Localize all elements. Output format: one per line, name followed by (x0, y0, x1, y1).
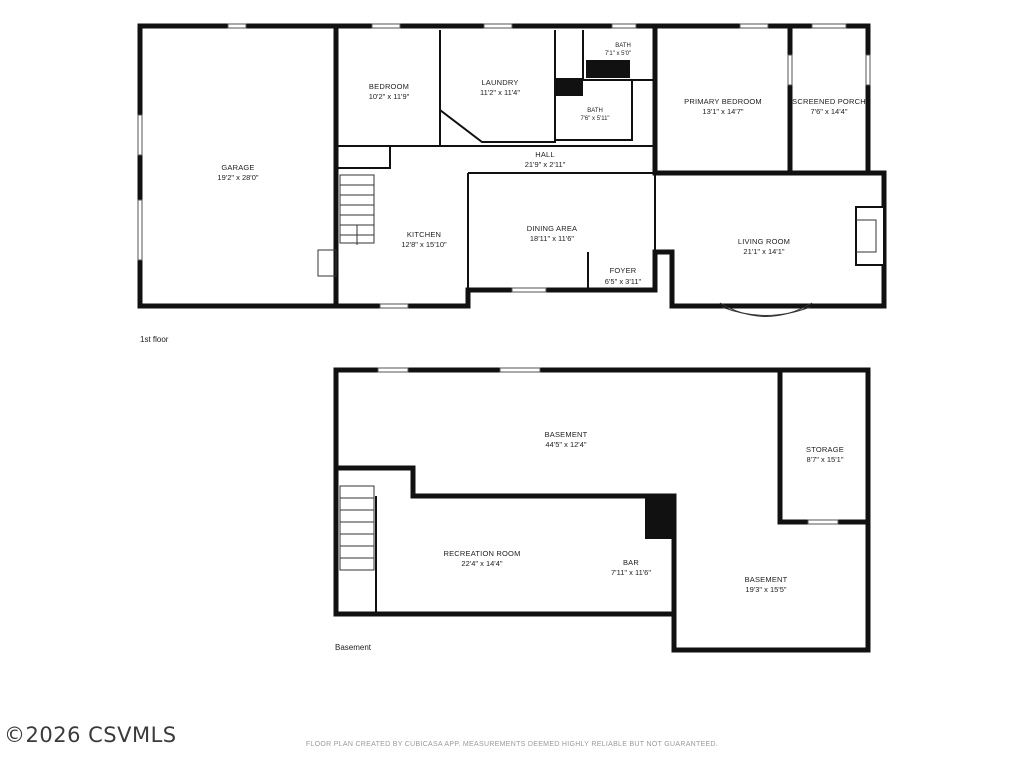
dining-wall (468, 172, 656, 290)
room-dims: 7'6" x 5'11" (580, 116, 609, 122)
room-dims: 7'6" x 14'4" (811, 107, 848, 116)
floor-label: 1st floor (140, 335, 169, 344)
room-dims: 7'11" x 11'6" (611, 568, 651, 577)
hall-wall (336, 145, 655, 169)
room-name: BEDROOM (369, 82, 409, 91)
room-dims: 18'11" x 11'6" (530, 234, 575, 243)
room-name: FOYER (610, 266, 637, 275)
room-dims: 11'2" x 11'4" (480, 88, 520, 97)
window (379, 303, 409, 309)
room-dims: 6'5" x 3'11" (605, 277, 642, 286)
room-dims: 22'4" x 14'4" (461, 559, 502, 568)
room-name: BATH (587, 108, 603, 114)
window (865, 54, 871, 86)
window (511, 287, 547, 293)
storage-wall (777, 367, 871, 525)
room-name: HALL (535, 150, 555, 159)
window (137, 114, 143, 156)
window (811, 23, 847, 29)
first-floor-plan: GARAGE 19'2" x 28'0" BEDROOM 10'2" x 11'… (137, 23, 887, 344)
room-name: BATH (615, 43, 631, 49)
room-dims: 13'1" x 14'7" (702, 107, 743, 116)
stairs-icon (339, 485, 375, 571)
laundry-wall (439, 30, 556, 143)
room-dims: 19'2" x 28'0" (217, 173, 258, 182)
room-name: DINING AREA (527, 224, 578, 233)
window (807, 519, 839, 525)
room-name: SCREENED PORCH (792, 97, 866, 106)
stairs-icon (339, 174, 375, 245)
bar-fixture (645, 497, 674, 539)
room-name: BAR (623, 558, 639, 567)
window (611, 23, 637, 29)
room-dims: 7'1" x 5'0" (605, 51, 631, 57)
room-name: RECREATION ROOM (443, 549, 520, 558)
room-name: STORAGE (806, 445, 844, 454)
room-name: PRIMARY BEDROOM (684, 97, 762, 106)
room-dims: 12'8" x 15'10" (401, 240, 447, 249)
bath-tub (586, 60, 630, 78)
window (483, 23, 513, 29)
room-dims: 21'1" x 14'1" (743, 247, 784, 256)
room-dims: 19'3" x 15'5" (745, 585, 786, 594)
window (371, 23, 401, 29)
room-dims: 10'2" x 11'9" (369, 92, 410, 101)
window (137, 199, 143, 261)
window (377, 367, 409, 373)
room-name: GARAGE (221, 163, 254, 172)
room-dims: 44'5" x 12'4" (545, 440, 586, 449)
room-name: BASEMENT (745, 575, 788, 584)
basement-plan: BASEMENT 44'5" x 12'4" STORAGE 8'7" x 15… (333, 367, 871, 653)
window (787, 54, 793, 86)
room-dims: 8'7" x 15'1" (807, 455, 844, 464)
room-name: LAUNDRY (481, 78, 518, 87)
room-name: BASEMENT (545, 430, 588, 439)
basement-outer-wall (333, 367, 871, 653)
fireplace-icon (855, 206, 885, 266)
recreation-wall (333, 465, 677, 617)
window (499, 367, 541, 373)
bath-fixture (555, 78, 583, 96)
room-dims: 21'9" x 2'11" (525, 160, 566, 169)
garage-step (317, 249, 337, 277)
credit-line: FLOOR PLAN CREATED BY CUBICASA APP. MEAS… (306, 741, 718, 748)
floor-label: Basement (335, 643, 372, 652)
room-name: LIVING ROOM (738, 237, 790, 246)
window (227, 23, 247, 29)
room-name: KITCHEN (407, 230, 441, 239)
bay-window (719, 302, 813, 317)
watermark: ©2026 CSVMLS (4, 723, 177, 747)
window (739, 23, 769, 29)
